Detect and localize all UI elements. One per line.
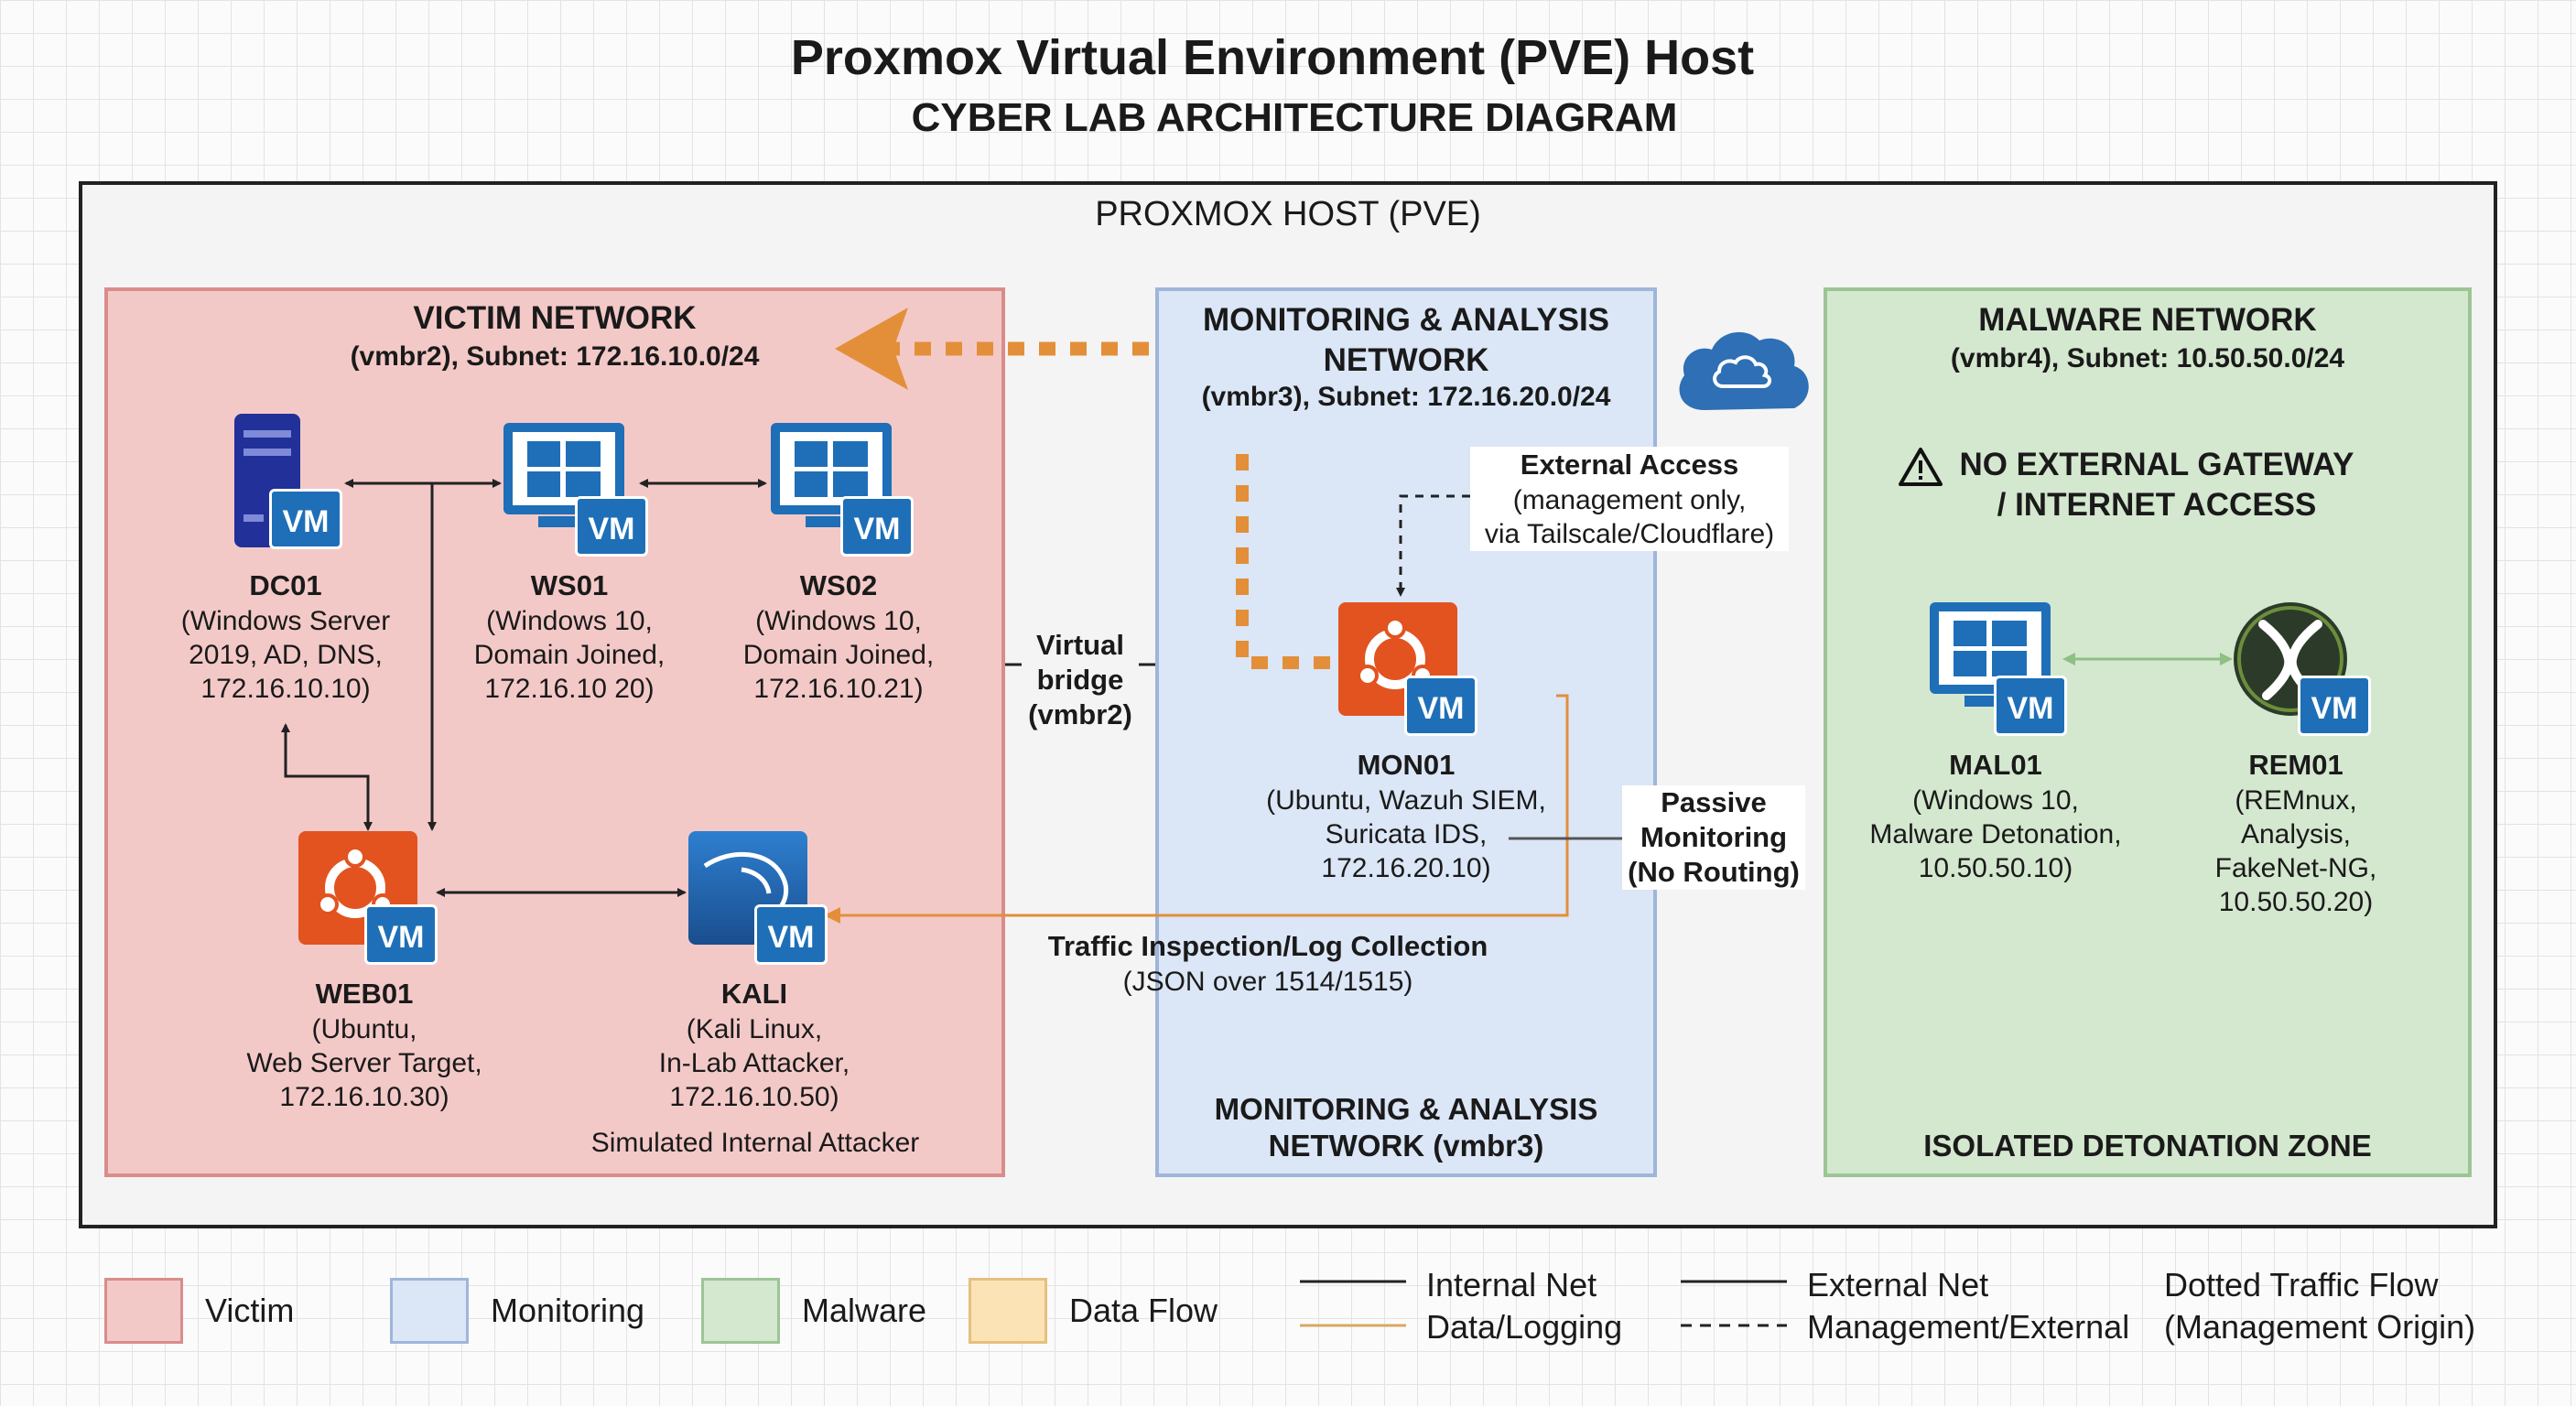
- vm-badge: VM: [1994, 676, 2067, 736]
- legend-victim-label: Victim: [205, 1292, 295, 1329]
- kali-name: KALI: [720, 978, 788, 1010]
- rem01-name: REM01: [2248, 749, 2343, 781]
- mon01-node[interactable]: VM: [1337, 600, 1483, 738]
- legend-malware-swatch: [701, 1278, 780, 1344]
- vm-badge: VM: [2298, 676, 2371, 736]
- web01-desc: (Ubuntu, Web Server Target, 172.16.10.30…: [246, 1014, 482, 1112]
- mal01-desc: (Windows 10, Malware Detonation, 10.50.5…: [1869, 785, 2122, 883]
- vm-badge: VM: [1404, 676, 1477, 736]
- legend-victim-swatch: [104, 1278, 183, 1344]
- victim-footer: Simulated Internal Attacker: [590, 1128, 920, 1158]
- dc01-name: DC01: [249, 569, 322, 601]
- legend-external-net: External Net: [1807, 1266, 1989, 1303]
- rem01-node[interactable]: VM: [2230, 600, 2376, 738]
- legend-dataflow-swatch: [969, 1278, 1047, 1344]
- legend-internal-net: Internal Net: [1426, 1266, 1597, 1303]
- kali-node[interactable]: VM: [687, 829, 833, 967]
- mal01-name: MAL01: [1949, 749, 2042, 781]
- link-dc01-web01: [281, 723, 373, 831]
- monitoring-footer: MONITORING & ANALYSIS NETWORK (vmbr3): [1214, 1092, 1598, 1163]
- malware-footer: ISOLATED DETONATION ZONE: [1923, 1129, 2372, 1163]
- legend-line-samples-2: [1681, 1280, 1787, 1327]
- legend-management-origin: (Management Origin): [2164, 1308, 2476, 1346]
- virtual-bridge-label: Virtual bridge (vmbr2): [1028, 629, 1132, 730]
- legend-line-samples: [1300, 1280, 1406, 1327]
- vm-badge: VM: [754, 904, 828, 965]
- legend-monitoring-swatch: [390, 1278, 469, 1344]
- rem01-desc: (REMnux, Analysis, FakeNet-NG, 10.50.50.…: [2214, 785, 2377, 917]
- mon01-name: MON01: [1357, 749, 1456, 781]
- passive-monitoring-note: Passive Monitoring (No Routing): [1622, 785, 1805, 890]
- dc01-node[interactable]: VM: [233, 412, 342, 549]
- malware-subheading: (vmbr4), Subnet: 10.50.50.0/24: [1950, 343, 2345, 373]
- ws02-name: WS02: [799, 569, 878, 601]
- legend-data-logging: Data/Logging: [1426, 1308, 1623, 1346]
- victim-heading: VICTIM NETWORK: [413, 300, 697, 336]
- legend-management-external: Management/External: [1807, 1308, 2130, 1346]
- external-access-link: [1396, 494, 1470, 597]
- mal01-node[interactable]: VM: [1928, 600, 2074, 738]
- legend-malware-label: Malware: [802, 1292, 927, 1329]
- ws02-desc: (Windows 10, Domain Joined, 172.16.10.21…: [742, 606, 935, 704]
- diagram-subtitle: CYBER LAB ARCHITECTURE DIAGRAM: [911, 95, 1678, 140]
- cloud-icon[interactable]: [1672, 320, 1814, 427]
- external-access-note: External Access (management only, via Ta…: [1470, 447, 1789, 551]
- mgmt-flow-arrowhead: [835, 308, 908, 390]
- web01-node[interactable]: VM: [297, 829, 443, 967]
- mgmt-flow-to-mon01: [1236, 454, 1348, 669]
- ws01-node[interactable]: VM: [502, 421, 648, 558]
- web01-name: WEB01: [315, 978, 414, 1010]
- dc01-desc: (Windows Server 2019, AD, DNS, 172.16.10…: [180, 606, 391, 704]
- victim-subheading: (vmbr2), Subnet: 172.16.10.0/24: [350, 341, 760, 372]
- windows-icon: [1930, 602, 2051, 707]
- vm-badge: VM: [575, 496, 648, 557]
- kali-desc: (Kali Linux, In-Lab Attacker, 172.16.10.…: [658, 1014, 850, 1112]
- monitoring-subheading: (vmbr3), Subnet: 172.16.20.0/24: [1201, 382, 1611, 412]
- ws01-name: WS01: [530, 569, 609, 601]
- malware-heading: MALWARE NETWORK: [1978, 302, 2317, 338]
- traffic-inspection-label: Traffic Inspection/Log Collection (JSON …: [1047, 930, 1488, 997]
- vm-badge: VM: [364, 904, 438, 965]
- host-label: PROXMOX HOST (PVE): [1095, 195, 1481, 233]
- windows-icon: [771, 423, 892, 527]
- monitoring-heading: MONITORING & ANALYSIS NETWORK: [1202, 302, 1610, 378]
- diagram-title: Proxmox Virtual Environment (PVE) Host: [790, 30, 1755, 85]
- log-collection-line: [824, 694, 1569, 924]
- no-gateway-warning: NO EXTERNAL GATEWAY / INTERNET ACCESS: [1959, 447, 2354, 523]
- ws02-node[interactable]: VM: [769, 421, 915, 558]
- vm-badge: VM: [269, 489, 342, 549]
- mon01-desc: (Ubuntu, Wazuh SIEM, Suricata IDS, 172.1…: [1266, 785, 1546, 883]
- legend-dotted-flow: Dotted Traffic Flow: [2164, 1266, 2439, 1303]
- ws01-desc: (Windows 10, Domain Joined, 172.16.10 20…: [473, 606, 666, 704]
- vm-badge: VM: [840, 496, 914, 557]
- legend-dataflow-label: Data Flow: [1069, 1292, 1218, 1329]
- warning-icon: [1899, 448, 1943, 486]
- legend-monitoring-label: Monitoring: [491, 1292, 645, 1329]
